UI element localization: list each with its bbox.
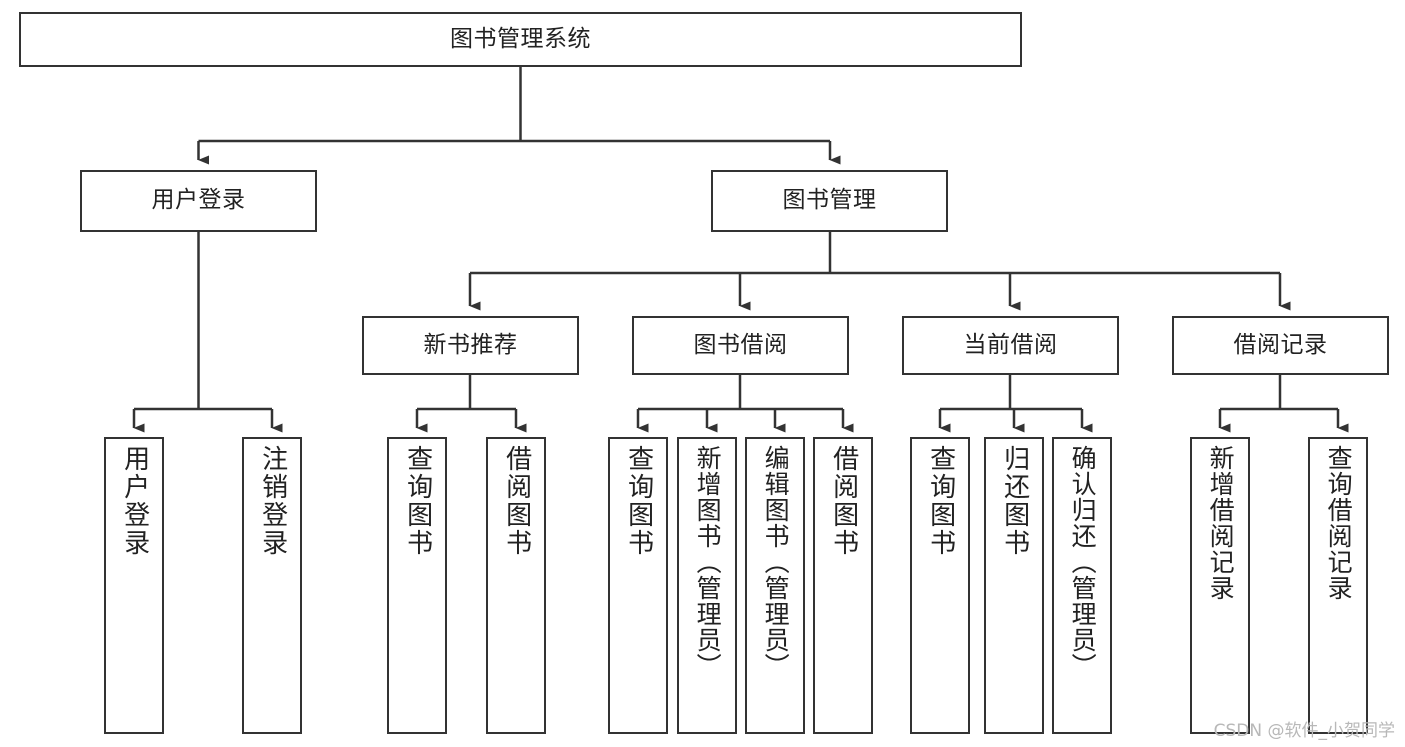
- edge-group-book-mgmt: [468, 232, 1291, 311]
- node-book-management[interactable]: 图书管理: [711, 170, 948, 232]
- node-label: 用户登录: [151, 187, 246, 214]
- watermark-text: CSDN @软件_小贺同学: [1213, 721, 1395, 741]
- leaf-user-login[interactable]: 用户登录: [104, 437, 164, 734]
- edge-group-book-borrow: [636, 375, 854, 433]
- edge-group-user-login: [132, 232, 283, 433]
- node-label: 当前借阅: [963, 331, 1058, 358]
- node-label: 新增图书（管理员）: [693, 445, 723, 679]
- node-user-login[interactable]: 用户登录: [80, 170, 317, 232]
- node-borrow-record[interactable]: 借阅记录: [1172, 316, 1389, 375]
- leaf-query-book-newbook[interactable]: 查询图书: [387, 437, 447, 734]
- node-label: 图书借阅: [693, 331, 788, 358]
- edge-group-root: [197, 67, 841, 165]
- leaf-logout[interactable]: 注销登录: [242, 437, 302, 734]
- node-current-borrow[interactable]: 当前借阅: [902, 316, 1119, 375]
- leaf-borrow-book[interactable]: 借阅图书: [813, 437, 873, 734]
- node-label: 用户登录: [119, 445, 150, 557]
- node-label: 查询图书: [925, 445, 956, 557]
- node-label: 借阅记录: [1233, 331, 1328, 358]
- leaf-query-book-current[interactable]: 查询图书: [910, 437, 970, 734]
- node-book-borrow[interactable]: 图书借阅: [632, 316, 849, 375]
- leaf-borrow-book-newbook[interactable]: 借阅图书: [486, 437, 546, 734]
- leaf-query-borrow-record[interactable]: 查询借阅记录: [1308, 437, 1368, 734]
- node-label: 新增借阅记录: [1206, 445, 1236, 601]
- node-label: 借阅图书: [828, 445, 859, 557]
- edge-group-borrow-record: [1218, 375, 1349, 433]
- edge-group-current-borrow: [938, 375, 1093, 433]
- leaf-add-book-admin[interactable]: 新增图书（管理员）: [677, 437, 737, 734]
- node-root-system[interactable]: 图书管理系统: [19, 12, 1022, 67]
- node-label: 查询借阅记录: [1324, 445, 1354, 601]
- node-label: 注销登录: [257, 445, 288, 557]
- leaf-confirm-return-admin[interactable]: 确认归还（管理员）: [1052, 437, 1112, 734]
- leaf-add-borrow-record[interactable]: 新增借阅记录: [1190, 437, 1250, 734]
- node-new-book-recommend[interactable]: 新书推荐: [362, 316, 579, 375]
- node-label: 新书推荐: [423, 331, 518, 358]
- node-label: 借阅图书: [501, 445, 532, 557]
- node-label: 查询图书: [623, 445, 654, 557]
- leaf-edit-book-admin[interactable]: 编辑图书（管理员）: [745, 437, 805, 734]
- node-label: 图书管理系统: [450, 25, 591, 52]
- node-label: 查询图书: [402, 445, 433, 557]
- node-label: 图书管理: [782, 187, 877, 214]
- node-label: 编辑图书（管理员）: [761, 445, 791, 679]
- node-label: 归还图书: [999, 445, 1030, 557]
- leaf-return-book[interactable]: 归还图书: [984, 437, 1044, 734]
- edge-group-new-book: [415, 375, 527, 433]
- leaf-query-book-borrow[interactable]: 查询图书: [608, 437, 668, 734]
- node-label: 确认归还（管理员）: [1068, 445, 1098, 679]
